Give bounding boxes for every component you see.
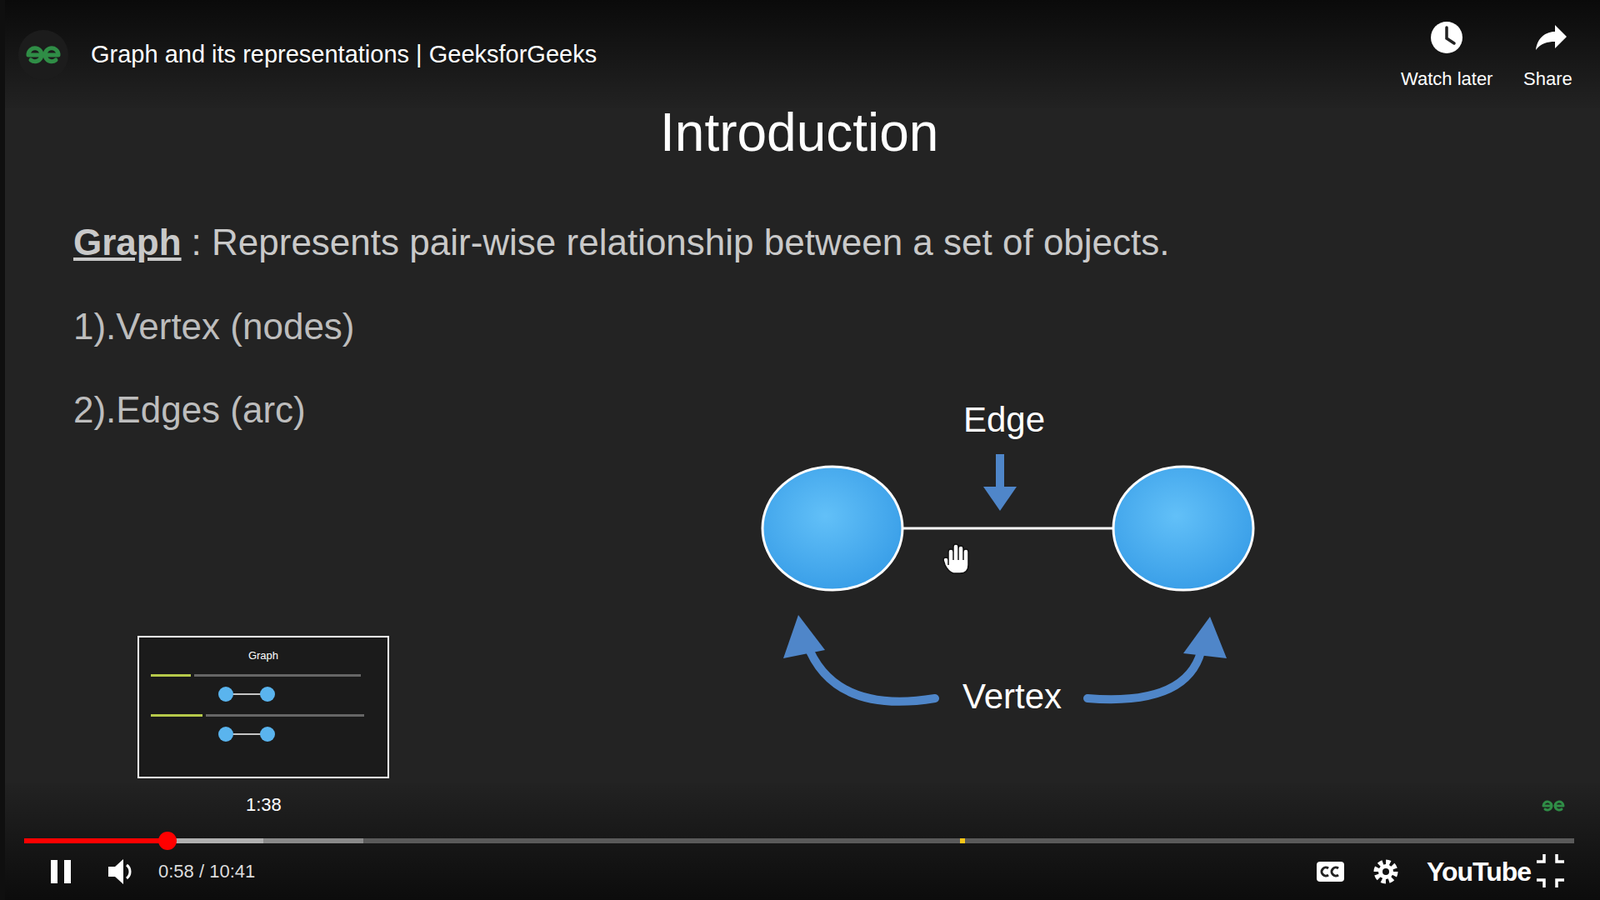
thumbnail-heading: Graph	[139, 637, 388, 662]
clock-icon	[1430, 21, 1463, 54]
definition: : Represents pair-wise relationship betw…	[191, 221, 1170, 265]
vertex-circle	[762, 466, 903, 590]
thumbnail-shape	[260, 726, 275, 742]
thumbnail-shape	[218, 726, 234, 742]
share-icon	[1535, 25, 1567, 50]
callout-label: Edge	[963, 400, 1045, 440]
watermark-logo	[1543, 801, 1564, 810]
button-label: Share	[1523, 68, 1573, 90]
progress-bar	[24, 831, 1575, 850]
callout-label: Vertex	[962, 676, 1062, 717]
preview-time: 1:38	[245, 794, 282, 815]
thumbnail-shape	[205, 714, 365, 717]
youtube-logo: YouTube	[1426, 856, 1531, 888]
top-shade	[5, 0, 1600, 109]
edge-pointer-arrow	[983, 454, 1017, 511]
video-title: Graph and its representations | Geeksfor…	[90, 40, 597, 69]
thumbnail-shape	[150, 674, 191, 677]
preview-thumbnail: Graph	[137, 635, 390, 779]
hand-cursor	[943, 544, 969, 574]
thumbnail-shape	[194, 674, 361, 677]
thumbnail-shape	[260, 686, 275, 702]
vertex-pointer-arrow	[1087, 616, 1227, 700]
button-label: Watch later	[1400, 68, 1493, 90]
pause-icon	[50, 860, 71, 884]
term: Graph	[73, 221, 182, 265]
vertex-pointer-arrow	[783, 615, 935, 702]
bottom-shade	[5, 783, 1600, 900]
volume-icon	[108, 859, 130, 885]
exit-fullscreen-icon	[1536, 854, 1565, 888]
list-item: 1).Vertex (nodes)	[73, 305, 355, 349]
time-display: 0:58 / 10:41	[158, 860, 255, 882]
list-item: 2).Edges (arc)	[73, 389, 306, 432]
definition-line: Graph: Represents pair-wise relationship…	[73, 221, 1170, 265]
slide-background	[5, 0, 1600, 900]
thumbnail-shape	[218, 686, 234, 702]
vertex-circle	[1113, 466, 1254, 590]
slide-heading: Introduction	[660, 102, 939, 165]
channel-logo	[18, 30, 69, 80]
settings-gear-icon	[1376, 862, 1395, 881]
edge-line	[902, 527, 1115, 530]
captions-icon	[1316, 861, 1345, 882]
thumbnail-shape	[150, 714, 203, 717]
